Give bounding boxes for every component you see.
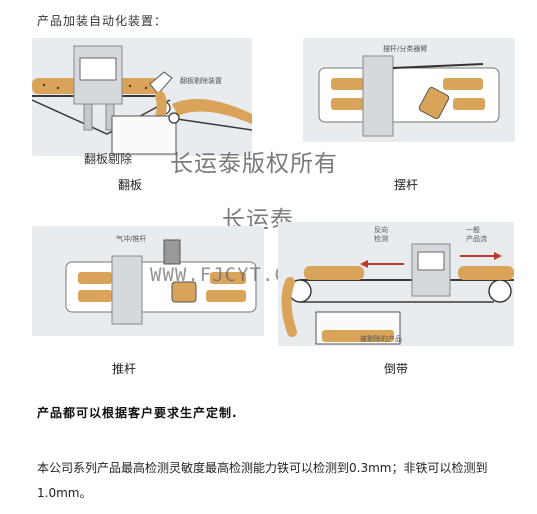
push-top-label: 气冲/推杆 <box>116 235 147 243</box>
flap-diagram: 翻板剔除装置 <box>32 38 252 156</box>
reverse-detect-label: 反向 检测 <box>374 226 388 243</box>
watermark-url: WWW.FJCYT.COM <box>150 264 312 286</box>
customization-note: 产品都可以根据客户要求生产定制. <box>37 406 238 420</box>
reject-bin <box>111 115 177 155</box>
normal-flow-label: 一般 产品流 <box>466 226 487 243</box>
flap-caption: 翻板 <box>117 178 142 192</box>
reverse-caption: 倒带 <box>383 362 408 376</box>
reverse-illustration <box>281 243 514 345</box>
rejected-product <box>171 281 197 303</box>
detector-head <box>111 255 143 325</box>
reverse-diagram: 反向 检测 一般 产品流 被剔除的产品 <box>278 222 514 346</box>
rejected-product-label: 被剔除的产品 <box>360 335 402 343</box>
push-illustration <box>65 239 257 325</box>
detector-head <box>362 55 394 137</box>
rejected-product <box>418 86 450 120</box>
detection-description: 本公司系列产品最高检测灵敏度最高检测能力铁可以检测到0.3mm；非铁可以检测到1… <box>37 461 488 500</box>
accepted-stream <box>172 98 252 124</box>
swing-illustration <box>318 55 500 137</box>
swing-top-label: 摆杆/分类器臂 <box>383 45 428 53</box>
swing-diagram: 摆杆/分类器臂 <box>303 38 515 142</box>
flap-device-label: 翻板剔除装置 <box>180 77 222 85</box>
swing-arm <box>392 63 484 69</box>
push-caption: 推杆 <box>111 362 136 376</box>
push-diagram: 气冲/推杆 <box>32 226 264 336</box>
swing-caption: 摆杆 <box>393 178 418 192</box>
flap-overlay-label: 翻板剔除 <box>84 152 133 166</box>
flap-illustration <box>32 45 252 155</box>
flap-gate <box>149 71 173 95</box>
watermark-copyright: 长运泰版权所有 <box>170 151 338 177</box>
pusher <box>163 239 181 265</box>
section-heading: 产品加装自动化装置： <box>37 14 168 28</box>
